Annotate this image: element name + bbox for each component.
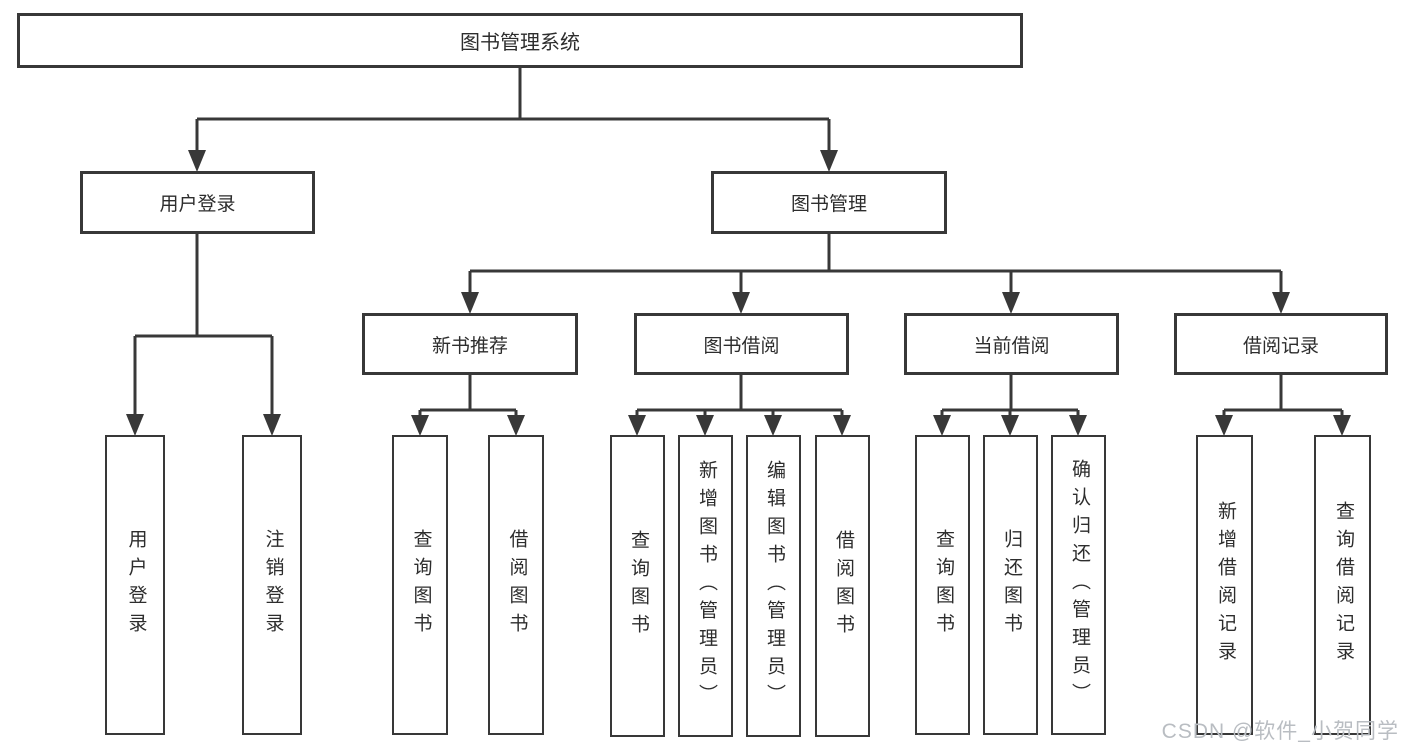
node-label: 当前借阅 — [973, 335, 1050, 357]
node-book-borrow: 图书借阅 — [634, 313, 849, 375]
connector-borrow-rec-to-leaves — [1215, 375, 1351, 436]
leaf-label: 查询图书 — [627, 530, 649, 642]
leaf-return-books: 归还图书 — [983, 435, 1038, 735]
arrowhead — [411, 415, 429, 436]
connector-cur-borrow-to-leaves — [933, 375, 1087, 436]
node-label: 用户登录 — [159, 194, 236, 215]
leaf-logout: 注销登录 — [242, 435, 302, 735]
arrowhead — [461, 292, 479, 314]
leaf-edit-books-admin: 编辑图书（管理员） — [746, 435, 801, 737]
leaf-label: 新增借阅记录 — [1214, 501, 1236, 669]
arrowhead — [1333, 415, 1351, 436]
leaf-borrow-books: 借阅图书 — [815, 435, 870, 737]
arrowhead — [1002, 292, 1020, 314]
node-label: 借阅记录 — [1242, 335, 1319, 357]
arrowhead — [820, 150, 838, 172]
leaf-query-borrow-record: 查询借阅记录 — [1314, 435, 1371, 735]
leaf-add-borrow-record: 新增借阅记录 — [1196, 435, 1253, 735]
arrowhead — [764, 415, 782, 436]
leaf-label: 查询借阅记录 — [1332, 501, 1354, 669]
arrowhead — [1069, 415, 1087, 436]
leaf-label: 查询图书 — [410, 529, 432, 641]
connector-book-mgmt-to-level3 — [461, 234, 1290, 314]
arrowhead — [732, 292, 750, 314]
leaf-confirm-return-admin: 确认归还（管理员） — [1051, 435, 1106, 735]
watermark: CSDN @软件_小贺同学 — [1161, 720, 1399, 743]
leaf-query-books: 查询图书 — [915, 435, 970, 735]
node-current-borrow: 当前借阅 — [904, 313, 1119, 375]
leaf-add-books-admin: 新增图书（管理员） — [678, 435, 733, 737]
node-new-book-recommend: 新书推荐 — [362, 313, 578, 375]
arrowhead — [1272, 292, 1290, 314]
leaf-label: 借阅图书 — [832, 530, 854, 642]
leaf-label: 确认归还（管理员） — [1068, 459, 1090, 711]
leaf-query-books: 查询图书 — [392, 435, 448, 735]
leaf-user-login: 用户登录 — [105, 435, 165, 735]
arrowhead — [188, 150, 206, 172]
node-label: 图书借阅 — [703, 335, 780, 357]
leaf-label: 用户登录 — [125, 529, 147, 641]
connector-user-login-to-leaves — [126, 234, 281, 436]
arrowhead — [833, 415, 851, 436]
node-label: 图书管理系统 — [460, 32, 580, 54]
leaf-label: 编辑图书（管理员） — [763, 460, 785, 712]
leaf-label: 借阅图书 — [506, 529, 528, 641]
node-user-login: 用户登录 — [80, 171, 315, 234]
node-borrow-records: 借阅记录 — [1174, 313, 1388, 375]
arrowhead — [628, 415, 646, 436]
node-label: 图书管理 — [790, 194, 867, 215]
node-book-management: 图书管理 — [711, 171, 947, 234]
arrowhead — [933, 415, 951, 436]
arrowhead — [507, 415, 525, 436]
arrowhead — [263, 414, 281, 436]
arrowhead — [1215, 415, 1233, 436]
connector-new-rec-to-leaves — [411, 375, 525, 436]
connector-root-to-level2 — [188, 68, 838, 172]
arrowhead — [1001, 415, 1019, 436]
leaf-borrow-books: 借阅图书 — [488, 435, 544, 735]
arrowhead — [126, 414, 144, 436]
connector-book-borrow-to-leaves — [628, 375, 851, 436]
leaf-label: 查询图书 — [932, 529, 954, 641]
node-label: 新书推荐 — [431, 335, 508, 357]
leaf-label: 归还图书 — [1000, 529, 1022, 641]
leaf-query-books: 查询图书 — [610, 435, 665, 737]
leaf-label: 新增图书（管理员） — [695, 460, 717, 712]
node-root: 图书管理系统 — [17, 13, 1023, 68]
arrowhead — [696, 415, 714, 436]
leaf-label: 注销登录 — [262, 529, 284, 641]
